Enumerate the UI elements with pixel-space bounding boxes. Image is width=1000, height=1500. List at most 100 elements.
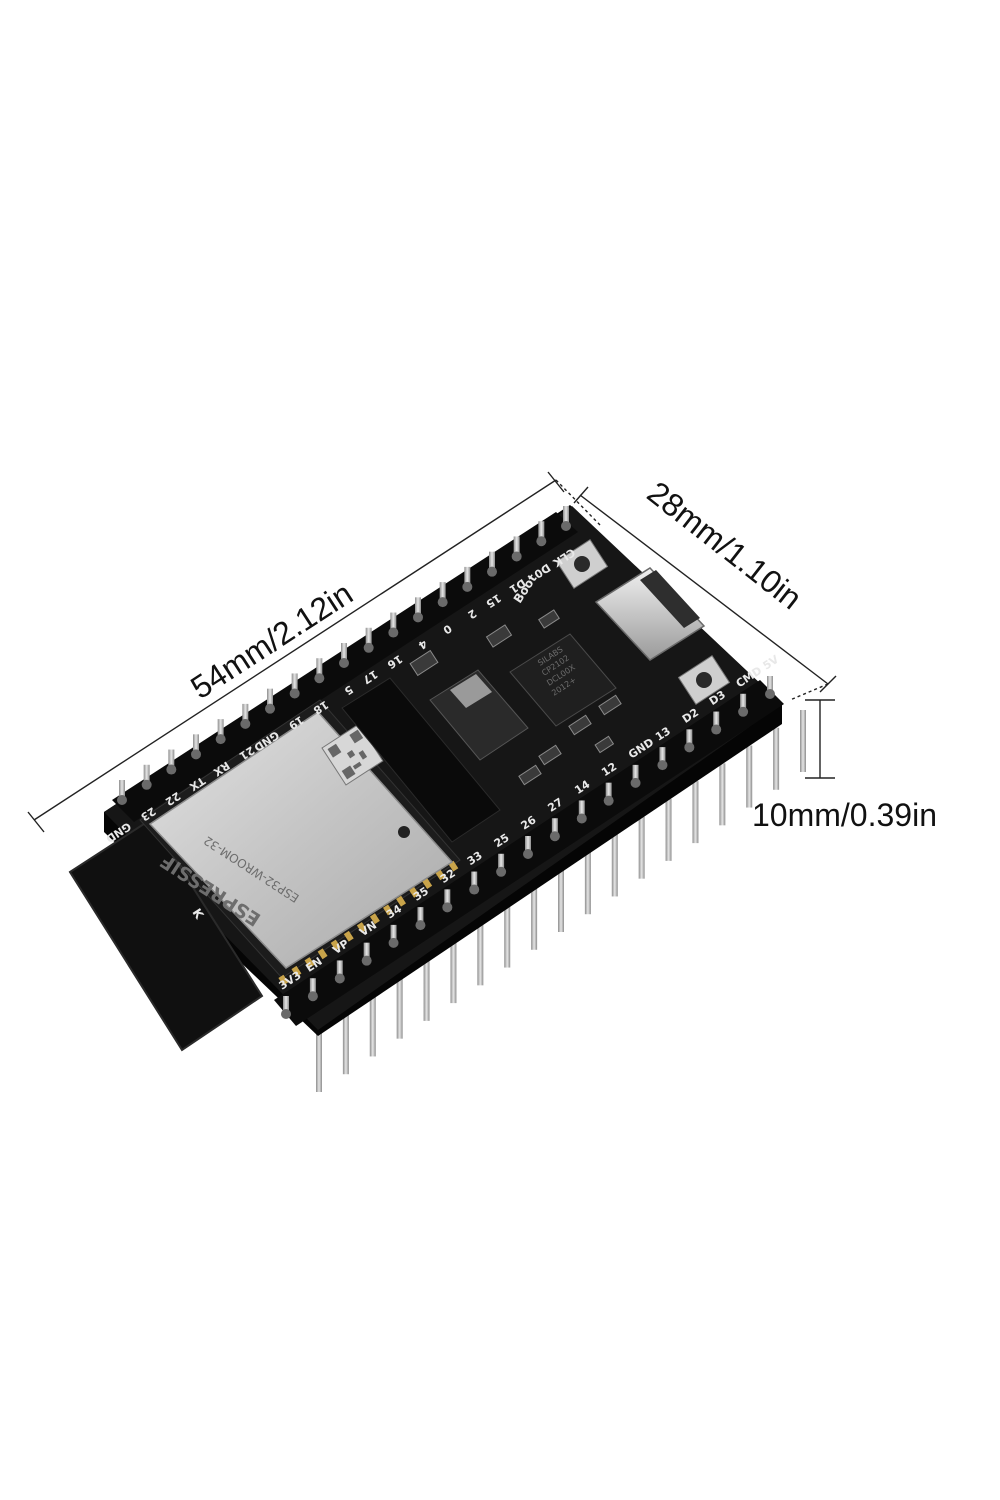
header-pin: [168, 749, 175, 770]
header-pin: [291, 673, 298, 694]
header-pin: [713, 711, 720, 730]
header-pin-pad: [339, 658, 349, 668]
header-pin-leg: [719, 763, 726, 826]
header-pin-pad: [536, 536, 547, 547]
esp32-dev-board: K ESPRESSIF ESP32-WROOM-32 SILA: [68, 505, 806, 1092]
header-pin: [525, 836, 531, 854]
module-pad: [396, 895, 407, 907]
module-pad: [383, 904, 393, 916]
header-pin-pad: [363, 642, 374, 653]
header-pin: [143, 764, 150, 785]
header-pin-pad: [141, 779, 152, 790]
header-pin-pad: [361, 955, 372, 966]
header-pin-leg: [342, 1012, 349, 1075]
header-pin: [686, 729, 693, 748]
header-pin-leg: [746, 745, 753, 808]
header-pin: [538, 521, 545, 542]
module-pad: [409, 886, 420, 898]
header-pin-pad: [684, 742, 695, 753]
bottom-pin-row: [316, 710, 806, 1092]
header-pin: [417, 907, 424, 926]
header-pin-pad: [442, 902, 453, 913]
module-pad: [356, 922, 367, 933]
header-pin-pad: [117, 795, 127, 805]
header-pin-leg: [396, 976, 403, 1039]
module-antenna: [68, 818, 264, 1052]
header-pin-leg: [423, 958, 430, 1021]
header-pin-pad: [215, 734, 226, 745]
header-pin: [740, 693, 747, 712]
header-pin-pad: [388, 627, 399, 638]
header-pin-pad: [549, 831, 560, 842]
header-pin: [513, 536, 520, 557]
header-pin-pad: [511, 551, 522, 562]
dimension-height: [805, 699, 835, 779]
header-pin-pad: [561, 521, 571, 531]
module-pad: [304, 957, 315, 968]
header-pin-pad: [711, 724, 722, 735]
en-button: [677, 654, 731, 706]
shield-can: [148, 711, 454, 969]
header-pin-leg: [558, 870, 564, 932]
module-pad: [317, 948, 328, 960]
header-pin: [415, 597, 421, 618]
header-pin-pad: [496, 866, 507, 877]
header-pin-pad: [630, 777, 641, 788]
header-pin: [632, 764, 639, 783]
bottom-pin-label: 5V: [761, 653, 782, 673]
header-pin: [119, 780, 125, 800]
header-pin-pad: [437, 597, 448, 608]
header-pin-pad: [191, 749, 201, 760]
header-pin: [217, 719, 224, 740]
header-pin-leg: [584, 852, 591, 915]
header-pin-pad: [523, 849, 533, 859]
boot-button: [555, 538, 609, 590]
header-pin: [605, 782, 612, 801]
header-pin-pad: [657, 760, 668, 771]
module-dot: [398, 826, 410, 838]
module-pad: [291, 965, 302, 977]
dimension-length: [27, 471, 601, 833]
header-pin: [316, 658, 323, 679]
header-pin-pad: [265, 703, 275, 714]
module-pad: [369, 913, 380, 925]
header-pin-leg: [531, 887, 538, 950]
module-pad: [422, 878, 433, 890]
header-pin-pad: [765, 689, 775, 699]
module-pad: [278, 974, 289, 986]
height-label: 10mm/0.39in: [752, 797, 937, 833]
header-pin: [464, 566, 471, 587]
header-pin: [498, 853, 505, 872]
header-pin-pad: [289, 688, 300, 699]
bottom-pin-tops: [281, 676, 775, 1019]
header-pin-pad: [388, 937, 399, 948]
header-pin: [471, 871, 478, 890]
header-pin: [309, 978, 316, 997]
dimension-width: [573, 486, 837, 701]
header-pin-pad: [240, 718, 251, 729]
header-pin: [439, 582, 446, 603]
header-pin-pad: [487, 566, 497, 577]
header-pin: [578, 800, 585, 819]
header-pin-pad: [603, 795, 614, 806]
header-pin: [242, 703, 249, 724]
header-pin-leg: [477, 923, 484, 986]
header-pin-leg: [369, 994, 376, 1057]
header-pin: [659, 747, 666, 766]
header-pin: [363, 942, 370, 961]
header-pin-pad: [413, 612, 423, 623]
header-pin-pad: [738, 706, 749, 717]
module-pad: [343, 930, 354, 942]
header-pin-pad: [334, 973, 345, 984]
module-pad: [435, 869, 446, 881]
header-pin-leg: [638, 816, 645, 879]
header-pin: [563, 506, 569, 526]
header-pin-leg: [692, 781, 699, 844]
header-pin-pad: [462, 581, 473, 592]
header-pin-pad: [281, 1009, 291, 1019]
header-pin: [341, 643, 347, 663]
header-pin: [551, 818, 558, 837]
top-pin-row: [117, 506, 571, 805]
header-pin: [267, 688, 273, 709]
header-pin: [336, 960, 343, 979]
